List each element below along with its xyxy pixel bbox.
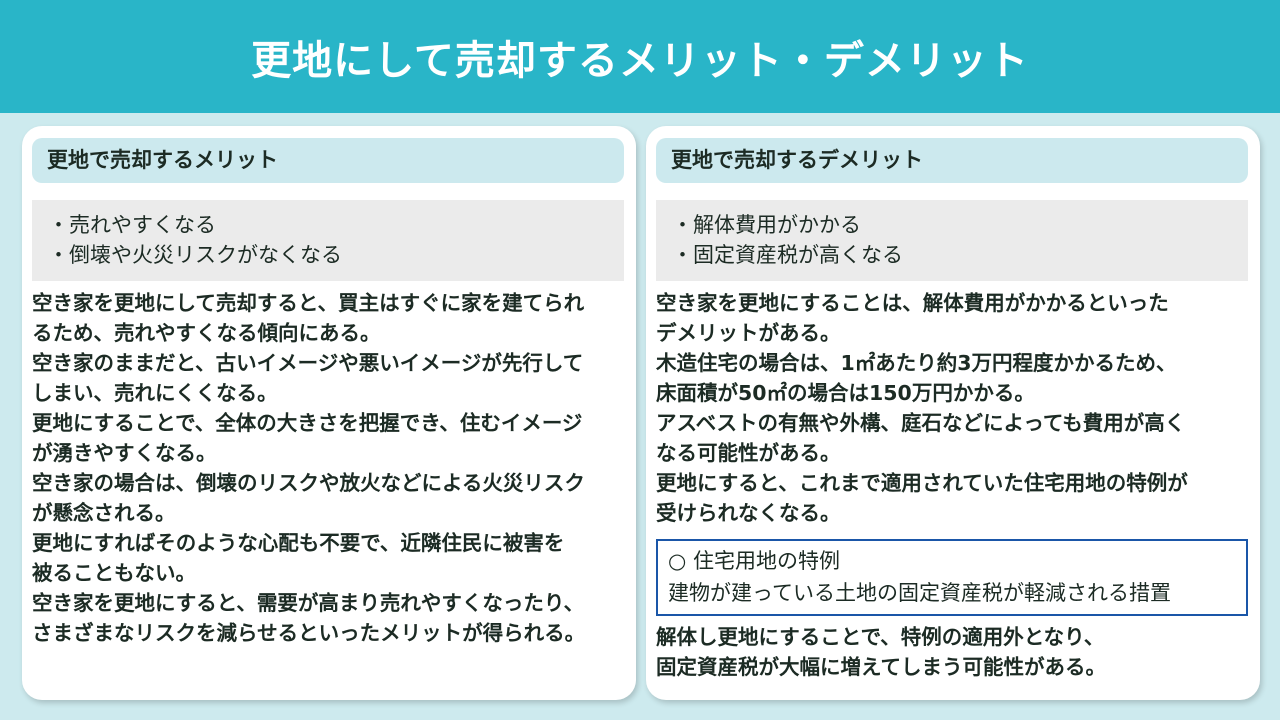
demerit-line: デメリットがある。 — [656, 321, 841, 345]
demerit-summary: ・解体費用がかかる ・固定資産税が高くなる — [656, 200, 1248, 281]
merit-summary: ・売れやすくなる ・倒壊や火災リスクがなくなる — [32, 200, 624, 281]
demerit-line: アスベストの有無や外構、庭石などによっても費用が高く — [656, 411, 1186, 435]
merit-bullet: ・倒壊や火災リスクがなくなる — [48, 243, 342, 267]
merit-line: が懸念される。 — [32, 501, 176, 525]
merit-card: 更地で売却するメリット ・売れやすくなる ・倒壊や火災リスクがなくなる 空き家を… — [22, 126, 636, 700]
merit-line: 空き家の場合は、倒壊のリスクや放火などによる火災リスク — [32, 471, 585, 495]
demerit-line: 更地にすると、これまで適用されていた住宅用地の特例が — [656, 471, 1188, 495]
demerit-line: 空き家を更地にすることは、解体費用がかかるといった — [656, 291, 1169, 315]
demerit-after-line: 固定資産税が大幅に増えてしまう可能性がある。 — [656, 655, 1106, 679]
merit-line: さまざまなリスクを減らせるといったメリットが得られる。 — [32, 621, 586, 645]
merit-line: しまい、売れにくくなる。 — [32, 381, 278, 405]
demerit-card: 更地で売却するデメリット ・解体費用がかかる ・固定資産税が高くなる 空き家を更… — [646, 126, 1260, 700]
demerit-heading: 更地で売却するデメリット — [656, 138, 1248, 183]
demerit-after-line: 解体し更地にすることで、特例の適用外となり、 — [656, 625, 1105, 649]
slide-title: 更地にして売却するメリット・デメリット — [251, 37, 1029, 84]
merit-line: るため、売れやすくなる傾向にある。 — [32, 321, 381, 345]
demerit-line: 木造住宅の場合は、1㎡あたり約3万円程度かかるため、 — [656, 351, 1177, 375]
demerit-line: 床面積が50㎡の場合は150万円かかる。 — [656, 381, 1035, 405]
demerit-body: 空き家を更地にすることは、解体費用がかかるといった デメリットがある。 木造住宅… — [656, 288, 1188, 528]
note-text: 建物が建っている土地の固定資産税が軽減される措置 — [668, 581, 1171, 605]
merit-line: 空き家を更地にすると、需要が高まり売れやすくなったり、 — [32, 591, 585, 615]
merit-line: が湧きやすくなる。 — [32, 441, 217, 465]
special-rule-note: ○ 住宅用地の特例 建物が建っている土地の固定資産税が軽減される措置 — [656, 539, 1248, 616]
merit-heading: 更地で売却するメリット — [32, 138, 624, 183]
merit-line: 更地にすればそのような心配も不要で、近隣住民に被害を — [32, 531, 565, 555]
merit-line: 空き家を更地にして売却すると、買主はすぐに家を建てられ — [32, 291, 585, 315]
slide-header: 更地にして売却するメリット・デメリット — [0, 0, 1280, 113]
merit-line: 被ることもない。 — [32, 561, 196, 585]
demerit-line: なる可能性がある。 — [656, 441, 841, 465]
demerit-conclusion: 解体し更地にすることで、特例の適用外となり、 固定資産税が大幅に増えてしまう可能… — [656, 622, 1106, 682]
merit-line: 更地にすることで、全体の大きさを把握でき、住むイメージ — [32, 411, 583, 435]
demerit-bullet: ・解体費用がかかる — [672, 213, 861, 237]
demerit-bullet: ・固定資産税が高くなる — [672, 243, 903, 267]
merit-body: 空き家を更地にして売却すると、買主はすぐに家を建てられ るため、売れやすくなる傾… — [32, 288, 585, 648]
merit-bullet: ・売れやすくなる — [48, 213, 216, 237]
demerit-line: 受けられなくなる。 — [656, 501, 841, 525]
note-title: ○ 住宅用地の特例 — [668, 549, 840, 573]
merit-line: 空き家のままだと、古いイメージや悪いイメージが先行して — [32, 351, 584, 375]
